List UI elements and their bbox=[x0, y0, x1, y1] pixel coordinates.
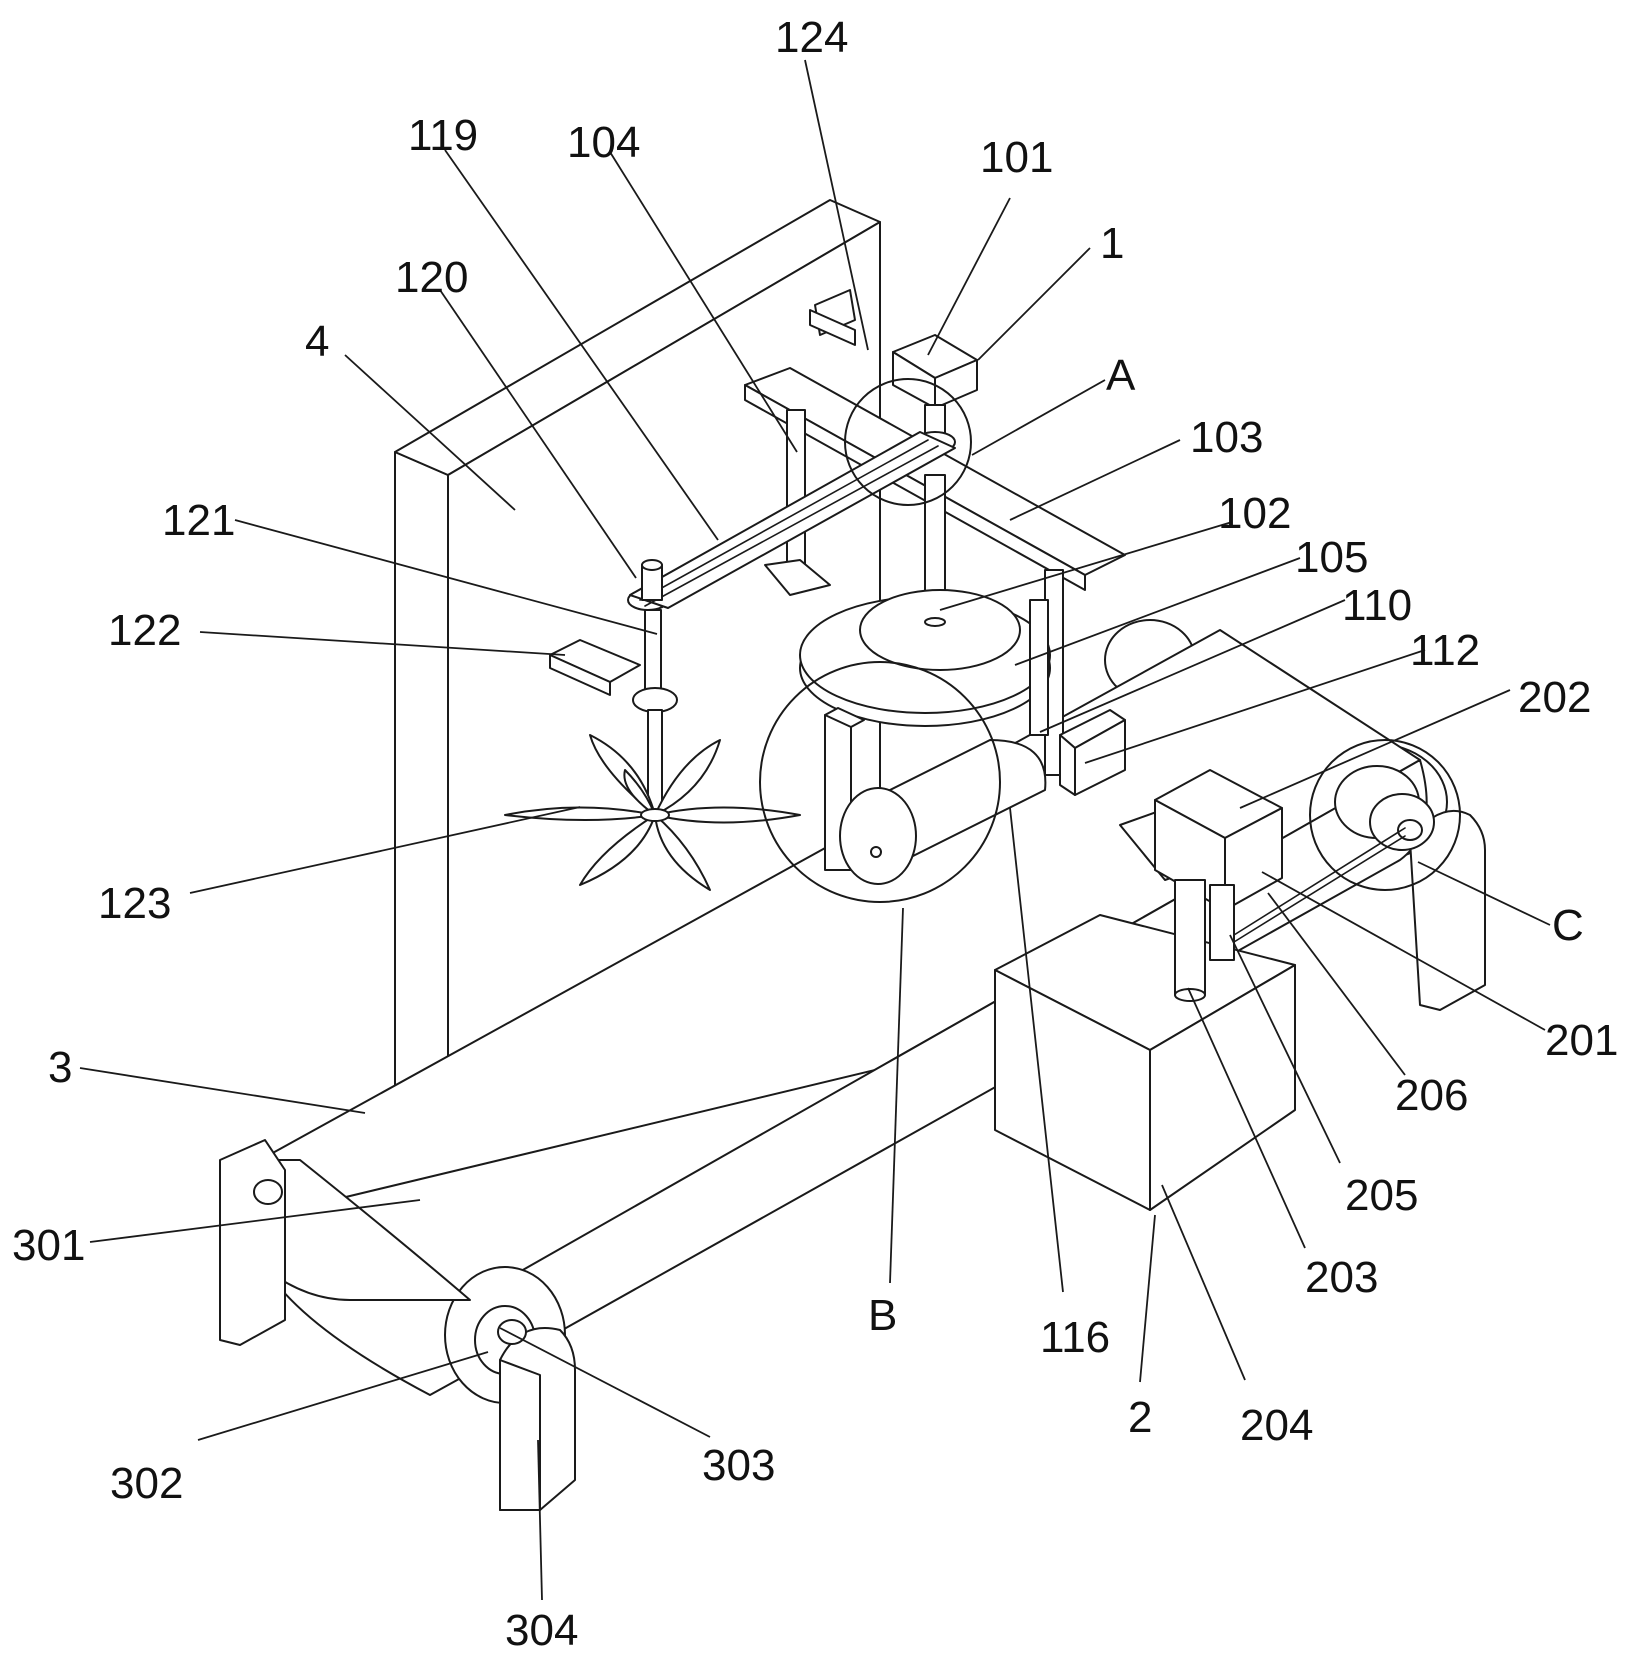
label-201: 201 bbox=[1545, 1016, 1618, 1065]
label-c: C bbox=[1552, 901, 1584, 950]
label-a: A bbox=[1106, 351, 1136, 400]
label-101: 101 bbox=[980, 133, 1053, 182]
side-motor-assembly bbox=[1119, 769, 1406, 1002]
label-304: 304 bbox=[505, 1606, 578, 1655]
label-4: 4 bbox=[305, 317, 329, 366]
fan-assembly bbox=[504, 559, 801, 891]
label-119: 119 bbox=[408, 111, 478, 160]
label-203: 203 bbox=[1305, 1253, 1378, 1302]
label-301: 301 bbox=[12, 1221, 85, 1270]
label-1: 1 bbox=[1100, 219, 1124, 268]
label-102: 102 bbox=[1218, 489, 1291, 538]
housing-box bbox=[994, 914, 1296, 1211]
label-105: 105 bbox=[1295, 533, 1368, 582]
upper-frame bbox=[744, 367, 1126, 776]
label-122: 122 bbox=[108, 606, 181, 655]
label-205: 205 bbox=[1345, 1171, 1418, 1220]
label-303: 303 bbox=[702, 1441, 775, 1490]
detail-circle-c bbox=[1309, 739, 1461, 891]
label-104: 104 bbox=[567, 118, 640, 167]
label-121: 121 bbox=[162, 496, 235, 545]
wall-panel bbox=[394, 199, 881, 1091]
label-204: 204 bbox=[1240, 1401, 1313, 1450]
roller-assembly bbox=[824, 599, 1126, 885]
label-124: 124 bbox=[775, 13, 848, 62]
detail-circle-b bbox=[759, 661, 1001, 903]
detail-circle-a bbox=[844, 378, 972, 506]
label-112: 112 bbox=[1410, 626, 1480, 675]
label-110: 110 bbox=[1342, 581, 1412, 630]
reference-labels: 124 119 104 101 1 120 4 A 103 121 102 10… bbox=[12, 13, 1618, 1655]
label-120: 120 bbox=[395, 253, 468, 302]
label-2: 2 bbox=[1128, 1393, 1152, 1442]
disc-plate bbox=[799, 589, 1051, 727]
label-3: 3 bbox=[48, 1043, 72, 1092]
label-116: 116 bbox=[1040, 1313, 1110, 1362]
label-302: 302 bbox=[110, 1459, 183, 1508]
label-123: 123 bbox=[98, 879, 171, 928]
label-202: 202 bbox=[1518, 673, 1591, 722]
label-206: 206 bbox=[1395, 1071, 1468, 1120]
leader-lines bbox=[79, 59, 1551, 1601]
label-b: B bbox=[868, 1291, 897, 1340]
label-103: 103 bbox=[1190, 413, 1263, 462]
